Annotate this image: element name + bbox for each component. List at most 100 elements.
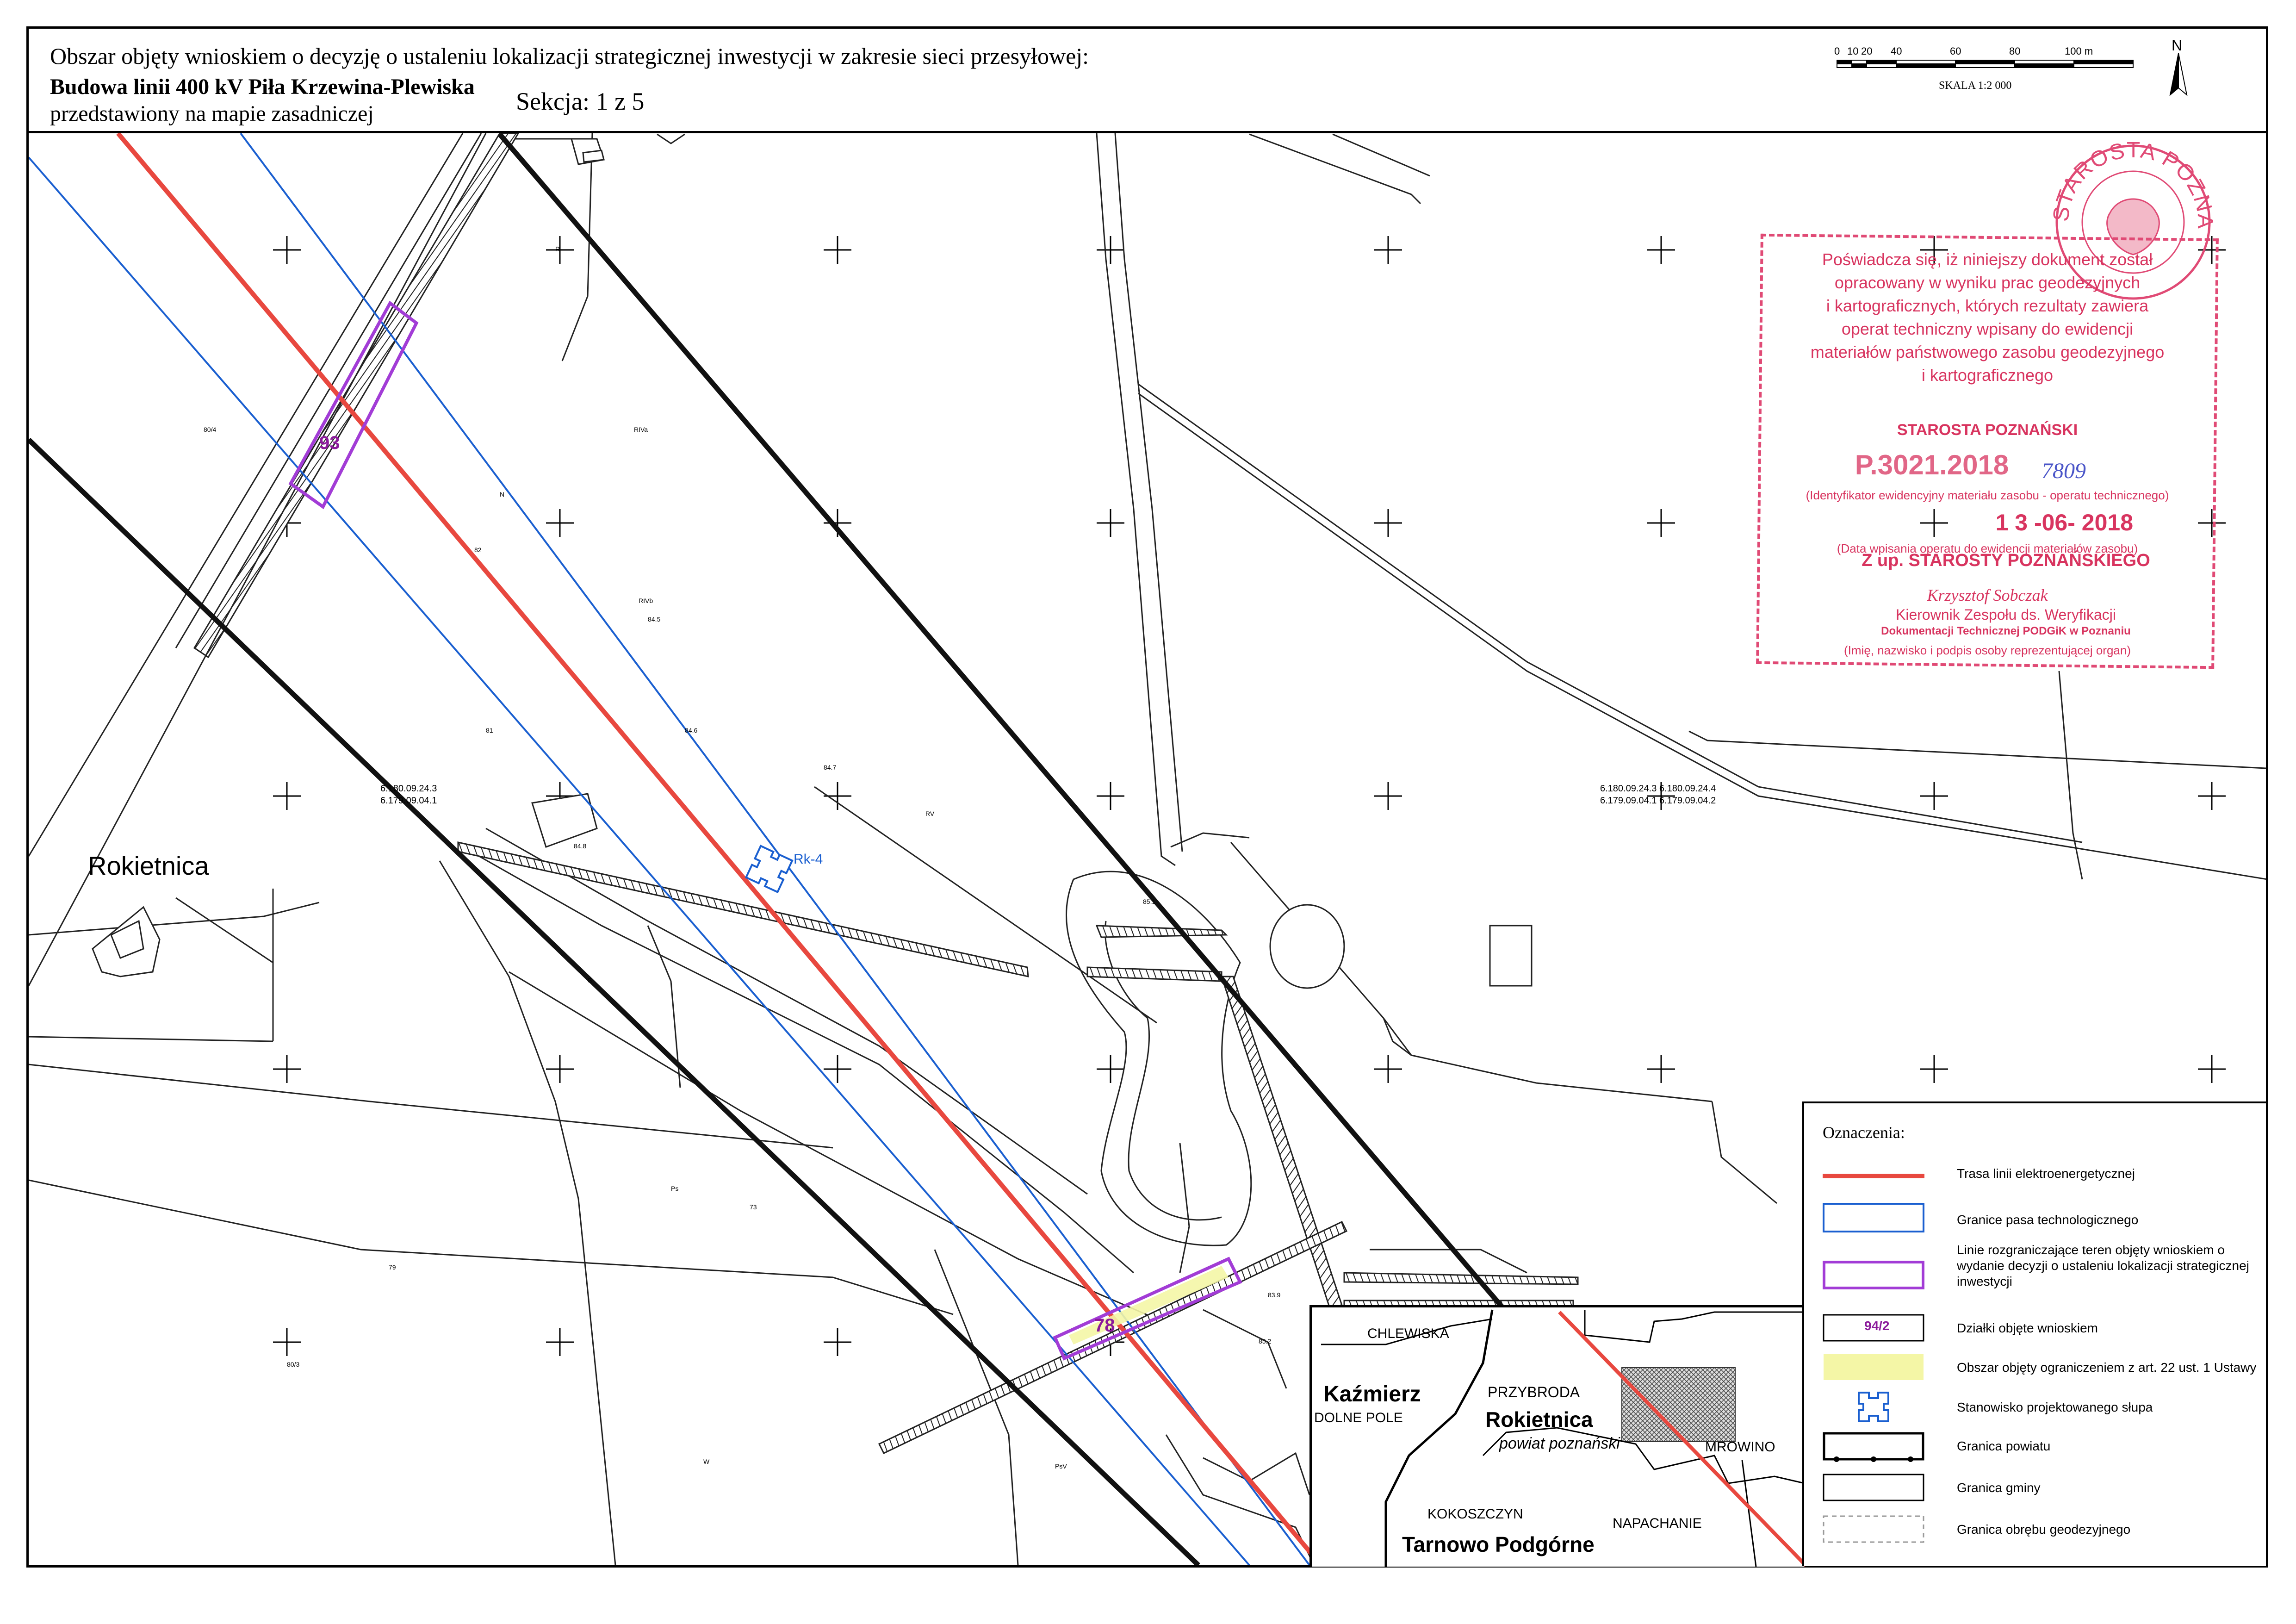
scale-bar [1837,60,2134,68]
grid-cross [1097,509,1124,537]
grid-cross [1920,236,1948,264]
small-map-label: 79 [389,1263,396,1271]
small-map-label: 85.2 [1259,1338,1272,1345]
restricted-area-fill [1069,1266,1229,1344]
legend-item-powiat: Granica powiatu [1823,1432,2262,1469]
inset-label-napachanie: NAPACHANIE [1613,1516,1702,1531]
legend-label: Granica obrębu geodezyjnego [1957,1522,2131,1537]
scale-title: SKALA 1:2 000 [1939,80,2012,92]
header-separator [26,131,2268,133]
legend-item-corridor: Granice pasa technologicznego [1823,1203,2262,1240]
small-map-label: RIVa [634,426,648,433]
stamp-material-id: P.3021.2018 [1855,449,2009,480]
corridor-symbol [1823,1203,1924,1232]
scale-tick-10: 10 [1847,45,1859,57]
small-map-label: 80/4 [204,426,217,433]
grid-cross [1097,1055,1124,1083]
small-map-label: 85.1 [1143,898,1156,905]
small-map-label: 84.6 [685,727,698,734]
grid-cross [2198,509,2226,537]
small-map-label: 73 [750,1203,757,1211]
grid-cross [1097,236,1124,264]
stamp-caption-date: (Data wpisania operatu do ewidencji mate… [1837,541,2138,555]
small-map-label: 83.9 [1268,1291,1281,1299]
town-label: Rokietnica [88,851,209,880]
small-map-label: 80/3 [287,1361,300,1368]
inset-label-kazmierz: Kaźmierz [1323,1382,1421,1406]
stamp-line: opracowany w wyniku prac geodezyjnych [1834,273,2141,292]
certification-stamp: Poświadcza się, iż niniejszy dokument zo… [1756,233,2219,669]
legend-item-application-area: Linie rozgraniczające teren objęty wnios… [1823,1242,2262,1307]
scale-tick-40: 40 [1891,45,1902,57]
grid-cross [824,1328,851,1356]
grid-cross [273,782,301,810]
stamp-sign-header: Z up. STAROSTY POZNAŃSKIEGO [1862,551,2150,570]
inset-drawing [1321,1309,1805,1567]
grid-ref-label: 6.180.09.24.3 6.180.09.24.4 [1600,784,1716,794]
grid-cross [1374,1055,1402,1083]
small-map-label: R [555,245,560,253]
grid-cross [2198,236,2226,264]
grid-cross [1920,509,1948,537]
grid-cross [1374,782,1402,810]
inset-label-powiat: powiat poznański [1499,1435,1620,1452]
grid-cross [1374,236,1402,264]
small-map-label: RV [925,810,935,817]
gmina-boundary-lines [29,133,1511,1565]
scale-tick-0: 0 [1834,45,1840,57]
small-map-label: 84.5 [648,616,661,623]
small-map-label: N [500,491,505,498]
scale-tick-100: 100 m [2065,45,2093,57]
inset-label-tarnowo: Tarnowo Podgórne [1402,1532,1595,1556]
inset-label-mrowino: MROWINO [1705,1439,1775,1455]
grid-cross [824,1055,851,1083]
map-frame [26,26,2268,1568]
grid-cross [273,1055,301,1083]
grid-cross [546,236,574,264]
legend-item-pole: Stanowisko projektowanego słupa [1823,1390,2262,1427]
stamp-caption-sign: (Imię, nazwisko i podpis osoby reprezent… [1844,643,2131,657]
legend-label: Działki objęte wnioskiem [1957,1321,2098,1335]
stamp-handwritten-number: 7809 [2042,459,2086,483]
north-label: N [2172,37,2183,54]
legend-label: Granica powiatu [1957,1439,2051,1453]
coordinate-grid-crosses [273,236,2226,1356]
grid-ref-label: 6.180.09.24.3 [380,784,437,794]
stamp-line: materiałów państwowego zasobu geodezyjne… [1810,342,2165,361]
parcel-symbol-text: 94/2 [1864,1319,1890,1333]
obreb-boundary-symbol [1823,1515,1924,1543]
scale-tick-20: 20 [1861,45,1873,57]
application-area-symbol [1823,1261,1924,1289]
legend-label: Granice pasa technologicznego [1957,1213,2139,1227]
power-line-route [116,133,1323,1565]
inset-label-przybroda: PRZYBRODA [1488,1384,1580,1400]
grid-cross [546,509,574,537]
small-map-label: S [588,977,592,984]
small-map-label: 84.8 [574,842,587,850]
stamp-line: i kartograficznych, których rezultaty za… [1826,296,2149,315]
pole-rk4-symbol [745,845,794,894]
grid-cross [2198,782,2226,810]
gmina-boundary-symbol [1823,1474,1924,1501]
map-legend: Oznaczenia: Trasa linii elektroenergetyc… [1802,1101,2266,1566]
legend-label: Granica gminy [1957,1481,2041,1495]
grid-cross [2198,1055,2226,1083]
legend-title: Oznaczenia: [1823,1123,1905,1142]
small-map-label: 82 [474,546,482,554]
parcel-symbol [1823,1314,1924,1342]
buildings [92,138,1533,989]
scale-tick-60: 60 [1950,45,1961,57]
grid-cross [1920,782,1948,810]
stamp-signer-role: Kierownik Zespołu ds. Weryfikacji [1895,606,2116,623]
restricted-area-symbol [1824,1354,1924,1380]
north-arrow-icon [2169,53,2188,96]
small-map-label: PsV [1055,1462,1067,1470]
legend-label: Linie rozgraniczające teren objęty wnios… [1957,1243,2249,1288]
grid-cross [546,1328,574,1356]
legend-label: Obszar objęty ograniczeniem z art. 22 us… [1957,1360,2257,1375]
inset-label-rokietnica: Rokietnica [1485,1407,1593,1431]
stamp-date: 1 3 -06- 2018 [1995,510,2133,535]
grid-cross [1647,1055,1675,1083]
stamp-signer-dept: Dokumentacji Technicznej PODGiK w Poznan… [1881,625,2131,637]
legend-item-restricted: Obszar objęty ograniczeniem z art. 22 us… [1823,1353,2262,1390]
